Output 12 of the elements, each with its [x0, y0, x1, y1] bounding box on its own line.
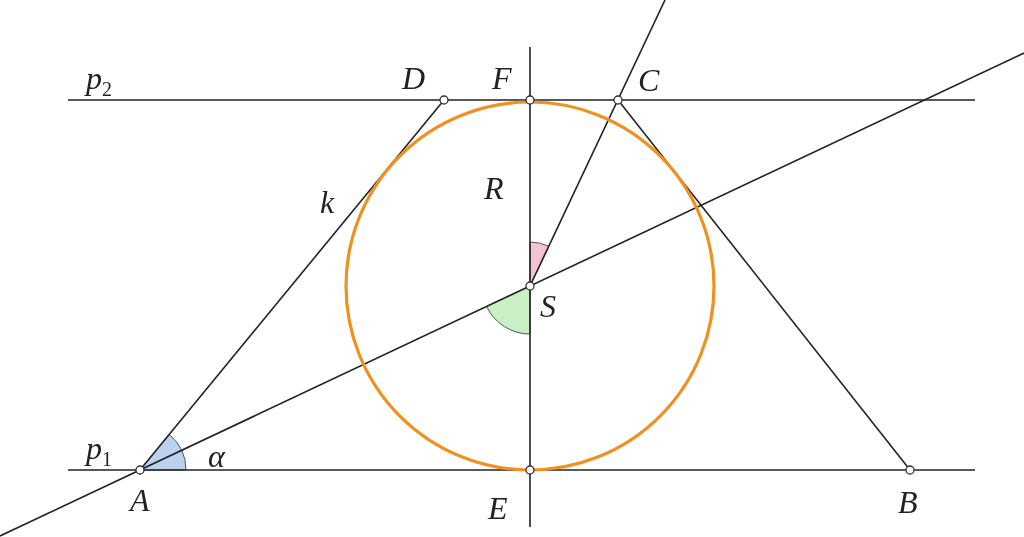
angle-label: α	[208, 440, 225, 472]
line-label: p$_{2}$	[86, 62, 112, 100]
point-label: C	[638, 64, 660, 96]
point-label: F	[492, 62, 512, 94]
point-label: E	[488, 492, 508, 524]
point-label: D	[402, 62, 426, 94]
segment-label: R	[484, 172, 504, 204]
point-label: S	[540, 290, 556, 322]
line-label: p$_{1}$	[86, 432, 112, 470]
point-label: A	[130, 484, 150, 516]
line-label: k	[320, 186, 335, 218]
point-label: B	[898, 486, 918, 518]
